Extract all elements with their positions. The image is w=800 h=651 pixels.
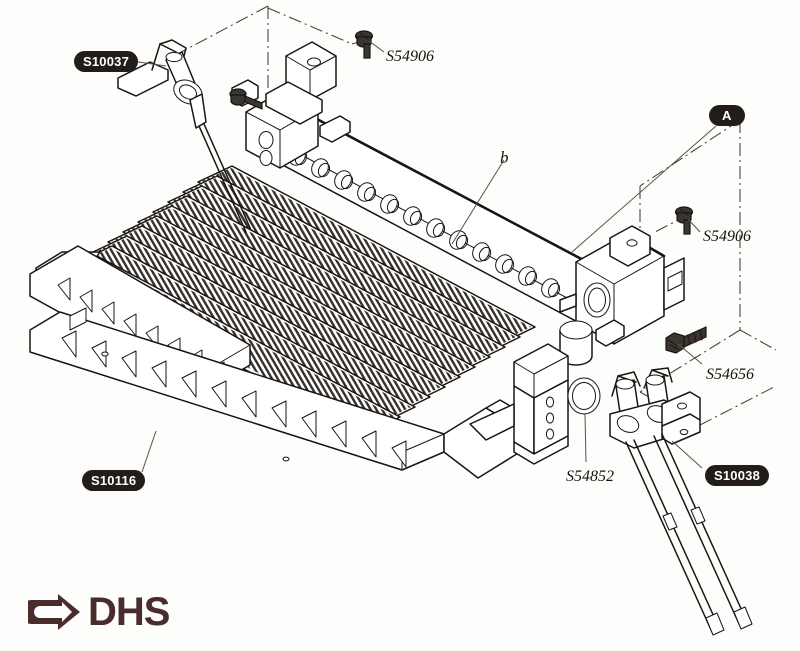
- callout-badge-a[interactable]: A: [709, 105, 745, 126]
- flange-bolt-right: [674, 206, 694, 235]
- callout-label-s54906-right: S54906: [703, 228, 751, 245]
- o-ring-seal: [567, 377, 601, 415]
- callout-label-s54656: S54656: [706, 366, 754, 383]
- dhs-logo: DHS: [28, 588, 188, 636]
- callout-label-b: b: [500, 148, 509, 167]
- manifold-left-end-bracket: [231, 41, 351, 169]
- callout-label-s54906-top: S54906: [386, 48, 434, 65]
- lower-support-bracket: [469, 343, 569, 465]
- callout-badge-s10038[interactable]: S10038: [705, 465, 770, 486]
- flange-bolt-left: [229, 88, 263, 110]
- callout-label-s54852: S54852: [566, 468, 614, 485]
- callout-badge-s10116[interactable]: S10116: [82, 470, 146, 491]
- heater-core-fin-assembly: [29, 165, 536, 479]
- core-rail-tabs-lower: [61, 330, 407, 468]
- arrow-in-c-icon: [28, 594, 80, 630]
- flange-bolt-top: [354, 30, 374, 59]
- callout-leader-lines: [131, 40, 717, 473]
- end-tank-housing: [559, 225, 685, 366]
- hex-head-bolt: [665, 326, 707, 354]
- dual-sensor-probe-assembly: [609, 367, 753, 636]
- callout-badge-s10037[interactable]: S10037: [74, 51, 139, 72]
- dhs-logo-wordmark: DHS: [88, 590, 170, 634]
- sensor-probe-upper: [117, 39, 252, 233]
- core-fin-tubes: [62, 165, 536, 435]
